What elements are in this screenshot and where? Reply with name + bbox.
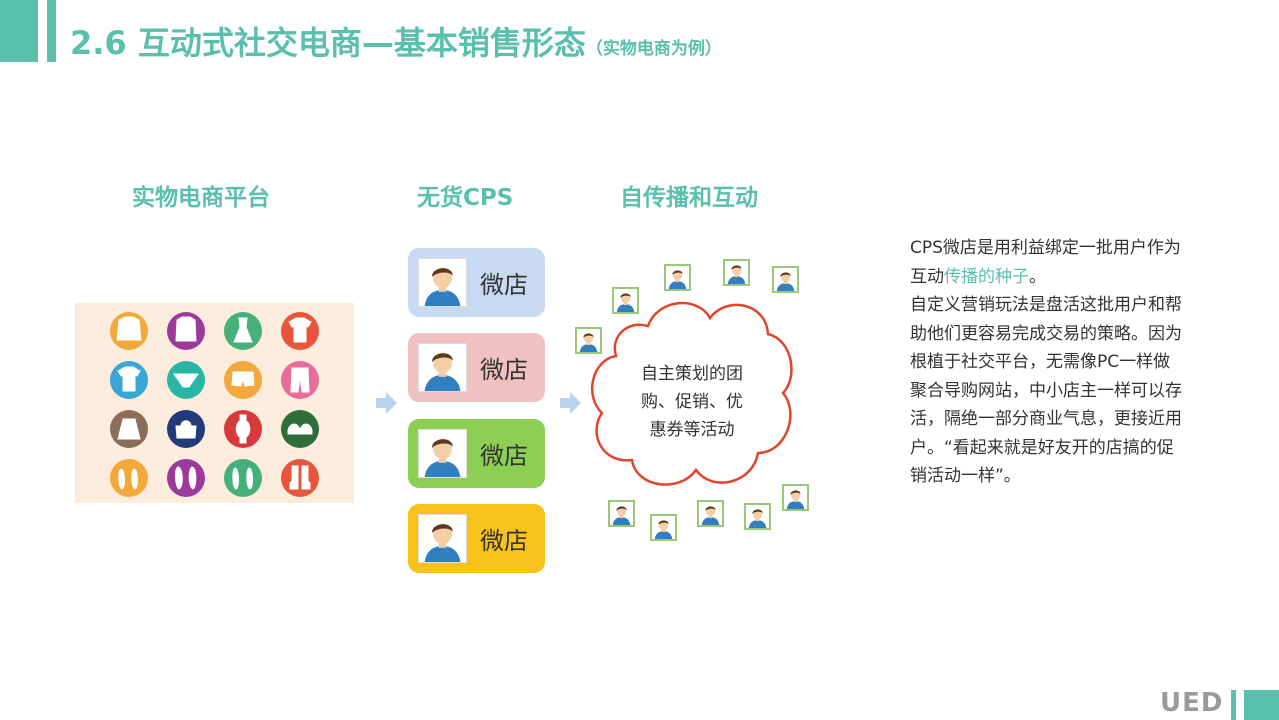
footer-accent-bar [1244,690,1279,720]
mini-user-avatar [697,500,724,527]
mini-user-avatar [650,514,677,541]
store-label: 微店 [480,527,528,555]
description-text: CPS微店是用利益绑定一批用户作为互动传播的种子。 自定义营销玩法是盘活这批用户… [910,234,1185,491]
user-avatar [418,514,467,563]
cloud-shape [590,301,793,486]
description-paragraph-2: 自定义营销玩法是盘活这批用户和帮助他们更容易完成交易的策略。因为根植于社交平台，… [910,295,1182,486]
heading-cps: 无货CPS [417,185,514,211]
footer-accent-bar-thin [1231,690,1236,720]
pants-icon [281,361,319,399]
title-main: 2.6 互动式社交电商—基本销售形态 [70,24,586,62]
user-avatar [418,429,467,478]
sneakers-icon [167,459,205,497]
bra-icon [281,410,319,448]
mini-user-avatar [612,287,639,314]
flats-icon [110,459,148,497]
cloud-line: 购、促销、优 [641,392,743,412]
store-label: 微店 [480,271,528,299]
mini-user-avatar [744,503,771,530]
store-card: 微店 [408,333,545,402]
description-highlight: 传播的种子 [944,266,1029,287]
dress-icon [224,312,262,350]
store-card: 微店 [408,419,545,488]
mini-user-avatar [723,259,750,286]
arrow-right-icon [560,392,581,414]
skirt-icon [110,410,148,448]
jacket-icon [167,312,205,350]
description-text-part: CPS微店是用利益绑定一批用户作为互动 [910,238,1181,287]
shirt-icon [110,361,148,399]
arrow-right-icon [376,392,397,414]
mini-user-avatar [664,264,691,291]
mini-user-avatar [608,500,635,527]
boots-icon [281,459,319,497]
page-title: 2.6 互动式社交电商—基本销售形态（实物电商为例） [70,18,722,62]
shorts-icon [224,361,262,399]
heading-spread: 自传播和互动 [620,185,758,211]
user-avatar [418,258,467,307]
store-label: 微店 [480,356,528,384]
header-accent-bar-thin [47,0,56,62]
mini-user-avatar [782,484,809,511]
mini-user-avatar [575,327,602,354]
tshirt-icon [281,312,319,350]
store-card: 微店 [408,248,545,317]
product-icon-grid [110,312,319,497]
store-label: 微店 [480,442,528,470]
product-panel [75,303,354,503]
title-subtitle: （实物电商为例） [585,39,722,59]
mini-user-avatar [772,266,799,293]
store-card: 微店 [408,504,545,573]
user-avatar [418,343,467,392]
sandals-icon [224,459,262,497]
cloud-line: 自主策划的团 [641,364,743,384]
cloud-text: 自主策划的团 购、促销、优 惠券等活动 [628,360,756,444]
heading-platform: 实物电商平台 [132,185,270,211]
description-text-part: 。 [1029,266,1046,287]
handbag-icon [167,410,205,448]
underwear-icon [167,361,205,399]
cloud-line: 惠券等活动 [649,420,735,440]
description-paragraph-1: CPS微店是用利益绑定一批用户作为互动传播的种子。 [910,234,1185,291]
ued-logo: UED [1160,688,1224,718]
sweater-icon [110,312,148,350]
header-accent-bar [0,0,38,62]
watch-icon [224,410,262,448]
